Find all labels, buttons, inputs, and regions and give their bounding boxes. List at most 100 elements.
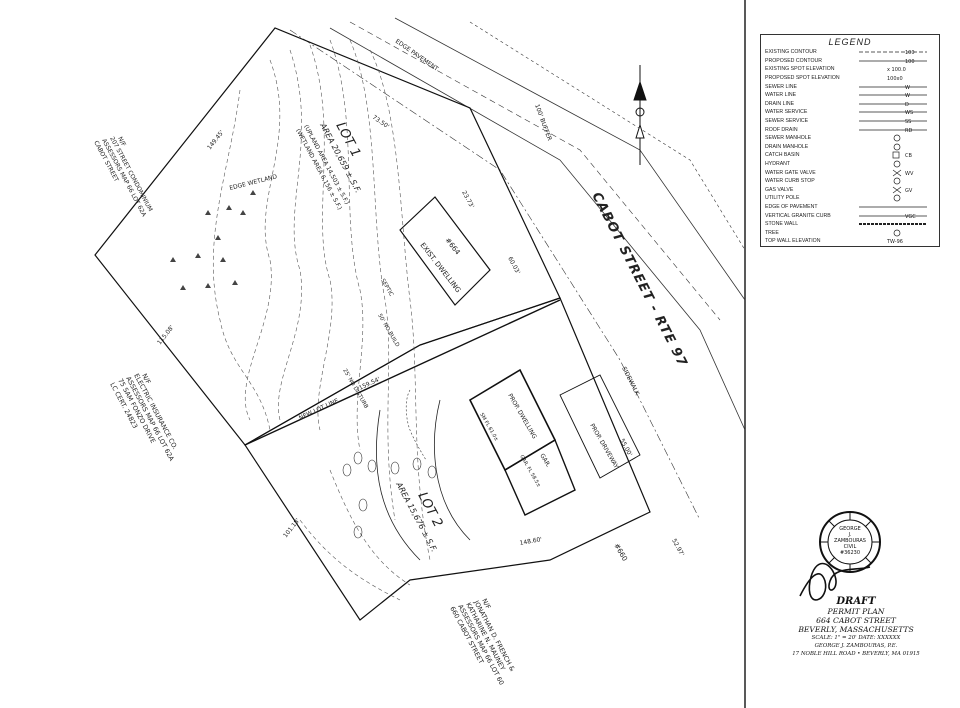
legend-item-label: PROPOSED CONTOUR	[765, 57, 822, 64]
legend-symbol-icon: 100	[857, 48, 933, 56]
street-buffer: 100' BUFFER	[533, 103, 553, 141]
legend-item-label: TREE	[765, 229, 779, 236]
svg-text:#36230: #36230	[840, 550, 860, 556]
legend-item-label: PROPOSED SPOT ELEVATION	[765, 75, 840, 82]
legend-symbol-icon: SS	[857, 117, 933, 125]
legend-item: SEWER MANHOLE	[761, 134, 939, 143]
dim: 52.97'	[670, 538, 685, 558]
new-lot-line	[244, 299, 561, 446]
proposed-dwelling: PROP. DWELLING SM FL 61.0± GAR. GAR. FL …	[468, 368, 641, 516]
legend-symbol-icon	[857, 177, 933, 185]
legend-item-label: SEWER LINE	[765, 83, 797, 90]
plan-engineer: GEORGE J. ZAMBOURAS, P.E.	[814, 643, 898, 649]
legend-item: STONE WALL	[761, 220, 939, 229]
lot2-number: #660	[612, 542, 629, 563]
legend-symbol-icon: 100	[857, 57, 933, 65]
legend-item-label: TOP WALL ELEVATION	[765, 238, 821, 245]
title-block: DRAFT PERMIT PLAN 664 CABOT STREET BEVER…	[770, 596, 942, 658]
svg-text:N/F: N/F	[116, 136, 127, 149]
legend-item-label: DRAIN MANHOLE	[765, 143, 809, 150]
legend-item-label: WATER SERVICE	[765, 109, 808, 116]
svg-text:VGC: VGC	[905, 214, 916, 220]
legend-item-label: WATER GATE VALVE	[765, 169, 816, 176]
neighbor-2: N/F ELECTRIC INSURANCE CO. ASSESSORS MAP…	[108, 372, 179, 463]
legend-item-label: GAS VALVE	[765, 186, 794, 193]
dim: 115.08'	[156, 324, 176, 346]
legend-item-label: SEWER MANHOLE	[765, 135, 812, 142]
legend-symbol-icon: W	[857, 83, 933, 91]
svg-text:WS: WS	[905, 110, 913, 116]
legend-symbol-icon	[857, 143, 933, 151]
legend-item-label: EDGE OF PAVEMENT	[765, 203, 818, 210]
svg-text:J.: J.	[847, 532, 851, 538]
dim: 149.45'	[206, 129, 226, 151]
lot1-no-build: 50' NO BUILD	[376, 313, 400, 348]
svg-text:ASSESSORS MAP 66 LOT 62A: ASSESSORS MAP 66 LOT 62A	[100, 138, 148, 219]
contours-proposed	[375, 399, 471, 561]
street-sidewalk: SIDEWALK	[620, 366, 641, 398]
svg-text:W: W	[905, 93, 910, 99]
legend-symbol-icon: GV	[857, 186, 933, 194]
legend-symbol-icon: CB	[857, 151, 933, 159]
street-name: CABOT STREET - RTE 97	[588, 190, 689, 370]
legend-item: EDGE OF PAVEMENT	[761, 203, 939, 212]
svg-text:CIVIL: CIVIL	[844, 544, 857, 550]
plan-address: 664 CABOT STREET	[816, 616, 896, 625]
contours	[212, 39, 431, 601]
dimensions: 73.50' 149.45' 115.08' 101.18' 159.54' 1…	[156, 114, 685, 558]
svg-text:SS: SS	[905, 119, 911, 125]
legend-symbol-icon	[857, 160, 933, 168]
legend-item: SEWER SERVICE SS	[761, 117, 939, 126]
legend-item-label: CATCH BASIN	[765, 152, 800, 159]
new-lot-line-label: NEW LOT LINE	[298, 397, 340, 422]
legend-symbol-icon	[857, 229, 933, 237]
legend-item-label: UTILITY POLE	[765, 195, 800, 202]
legend-item: CATCH BASIN CB	[761, 151, 939, 160]
svg-text:RD: RD	[905, 128, 912, 134]
legend-symbol-icon	[857, 134, 933, 142]
draft-label: DRAFT	[836, 596, 876, 607]
legend-item-label: SEWER SERVICE	[765, 118, 809, 125]
lot1-house-number: #664	[443, 236, 461, 257]
plan-scale-date: SCALE: 1" = 20' DATE: XXXXXX	[811, 635, 901, 641]
legend-item-label: WATER CURB STOP	[765, 178, 815, 185]
svg-text:100: 100	[905, 50, 915, 56]
legend-item: UTILITY POLE	[761, 194, 939, 203]
street-edge-pavement: EDGE PAVEMENT	[394, 38, 440, 73]
svg-text:GV: GV	[905, 188, 913, 194]
legend-item: WATER LINE W	[761, 91, 939, 100]
svg-text:x 100.0: x 100.0	[887, 67, 906, 73]
legend-symbol-icon: 100x0	[857, 74, 933, 82]
svg-text:TW-96: TW-96	[886, 239, 903, 245]
svg-text:100x0: 100x0	[887, 76, 903, 82]
legend-symbol-icon: VGC	[857, 212, 933, 220]
dim: 73.50'	[371, 114, 391, 131]
legend-item: DRAIN MANHOLE	[761, 143, 939, 152]
legend-symbol-icon: WS	[857, 108, 933, 116]
dim: 23.73'	[460, 190, 475, 210]
legend-item-label: STONE WALL	[765, 221, 799, 228]
svg-text:ZAMBOURAS: ZAMBOURAS	[834, 538, 866, 544]
legend-item: WATER SERVICE WS	[761, 108, 939, 117]
plan-office: 17 NOBLE HILL ROAD • BEVERLY, MA 01915	[792, 651, 920, 657]
svg-text:D: D	[905, 102, 909, 108]
dim: 101.18'	[282, 517, 302, 539]
legend-symbol-icon: TW-96	[857, 237, 933, 245]
signature	[799, 562, 871, 601]
legend-item: HYDRANT	[761, 160, 939, 169]
legend-item: PROPOSED SPOT ELEVATION 100x0	[761, 74, 939, 83]
legend-symbol-icon	[857, 194, 933, 202]
north-arrow-icon	[633, 65, 647, 165]
lot-1-boundary	[94, 27, 561, 446]
spot-elevations	[342, 451, 437, 539]
legend-item-label: WATER LINE	[765, 92, 797, 99]
lot-2-boundary	[244, 297, 651, 621]
existing-dwelling: #664 EXIST. DWELLING	[399, 196, 491, 306]
legend-symbol-icon: D	[857, 100, 933, 108]
svg-text:CB: CB	[905, 153, 912, 159]
